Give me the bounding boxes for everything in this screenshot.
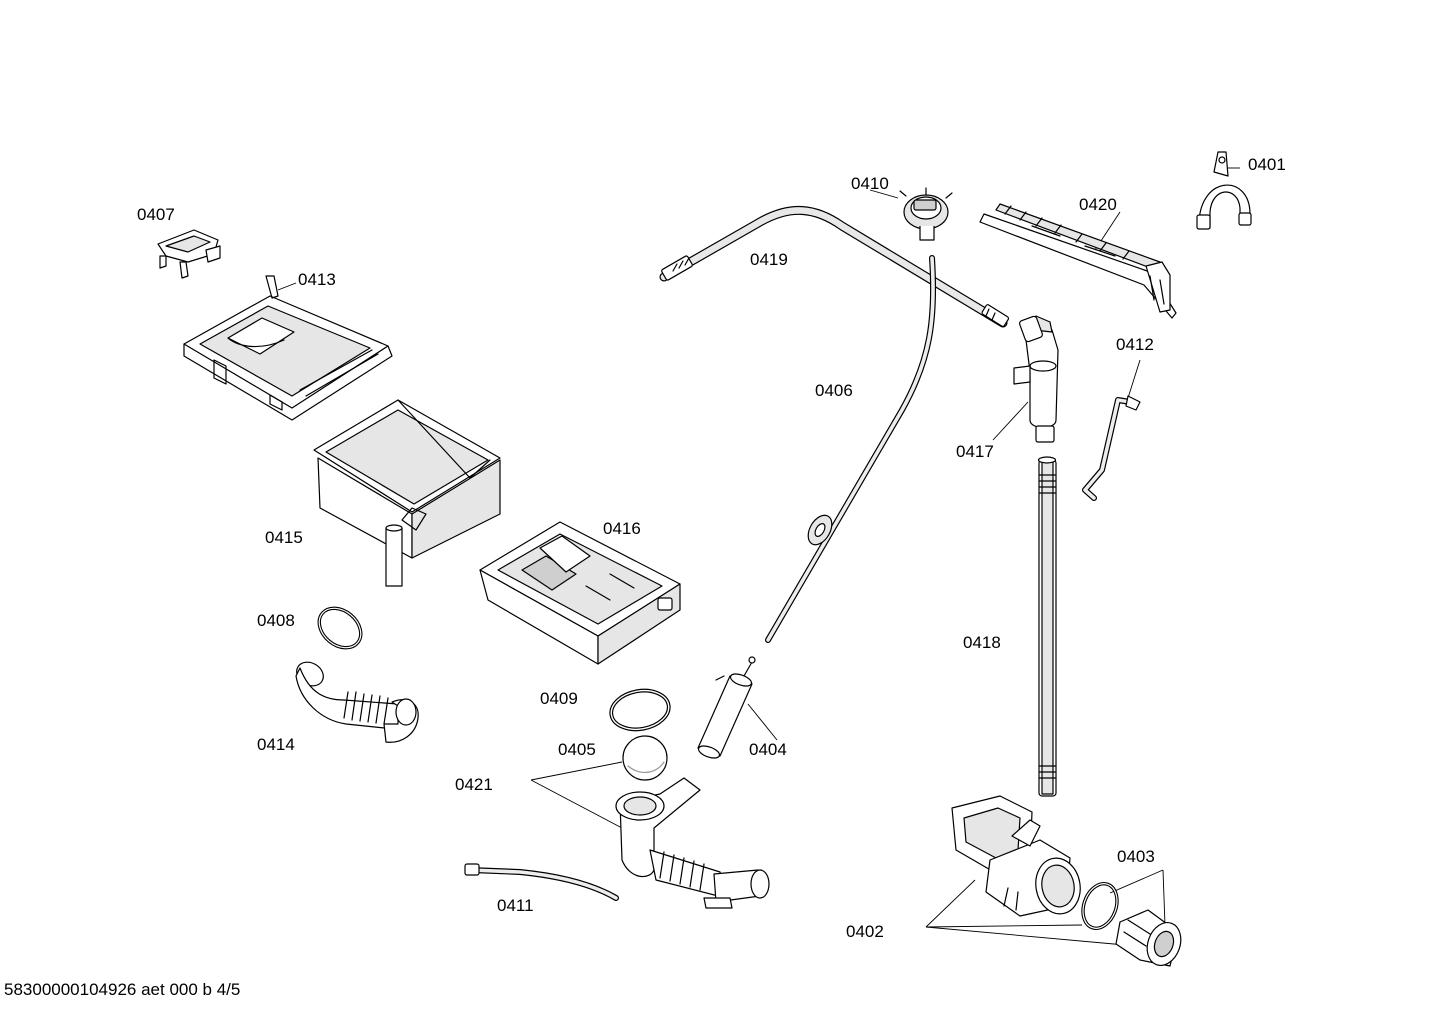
part-labels: 0401 0402 0403 0404 0405 0406 0407 0408 … — [137, 155, 1286, 941]
leader-lines — [277, 167, 1240, 946]
clip-0407 — [157, 229, 221, 279]
hose-0406 — [765, 255, 937, 643]
bellows-0414 — [295, 661, 419, 743]
label-0417: 0417 — [956, 442, 994, 461]
leader-0410 — [869, 189, 899, 199]
filter-0403 — [1081, 882, 1182, 967]
frame-0413 — [183, 275, 393, 421]
document-code: 58300000104926 aet 000 b 4/5 — [4, 980, 241, 999]
leader-0403-a — [1109, 869, 1164, 894]
leader-0421-a — [530, 761, 623, 781]
leader-0402-b — [925, 924, 1083, 928]
leader-0403-b — [1162, 869, 1166, 926]
label-0416: 0416 — [603, 519, 641, 538]
leader-0402-c — [925, 926, 1126, 946]
drawer-0416 — [479, 521, 681, 665]
leader-0402-a — [925, 879, 976, 928]
label-0407: 0407 — [137, 205, 175, 224]
ball-0405 — [622, 735, 668, 781]
hose-0418 — [1037, 456, 1057, 797]
label-0414: 0414 — [257, 735, 295, 754]
label-0403: 0403 — [1117, 847, 1155, 866]
label-0406: 0406 — [815, 381, 853, 400]
label-0413: 0413 — [298, 270, 336, 289]
hose-holder-0401 — [1196, 151, 1252, 230]
label-0405: 0405 — [558, 740, 596, 759]
leader-0404 — [747, 703, 778, 741]
leader-0413 — [277, 282, 297, 291]
ring-0408 — [317, 606, 363, 650]
label-0401: 0401 — [1248, 155, 1286, 174]
label-0409: 0409 — [540, 689, 578, 708]
air-trap-0417 — [1013, 315, 1059, 443]
ring-0409 — [609, 688, 671, 732]
pressure-switch-0410 — [899, 187, 953, 241]
label-0408: 0408 — [257, 611, 295, 630]
hose-0411 — [464, 863, 619, 901]
drain-pump-0402 — [951, 795, 1081, 917]
cylinder-0404 — [697, 656, 756, 759]
label-0420: 0420 — [1079, 195, 1117, 214]
label-0419: 0419 — [750, 250, 788, 269]
label-0402: 0402 — [846, 922, 884, 941]
hose-0419 — [659, 206, 1010, 328]
drawer-housing-0415 — [313, 399, 501, 587]
sump-hose-0421 — [615, 777, 770, 909]
rod-0412 — [1082, 395, 1141, 501]
label-0411: 0411 — [497, 896, 534, 915]
label-0418: 0418 — [963, 633, 1001, 652]
label-0412: 0412 — [1116, 335, 1154, 354]
label-0410: 0410 — [851, 174, 889, 193]
label-0421: 0421 — [455, 775, 493, 794]
label-0415: 0415 — [265, 528, 303, 547]
leader-0412 — [1127, 359, 1141, 399]
leader-0421-b — [530, 779, 623, 829]
bracket-0420 — [979, 203, 1177, 319]
label-0404: 0404 — [749, 740, 787, 759]
leader-0417 — [992, 401, 1029, 441]
